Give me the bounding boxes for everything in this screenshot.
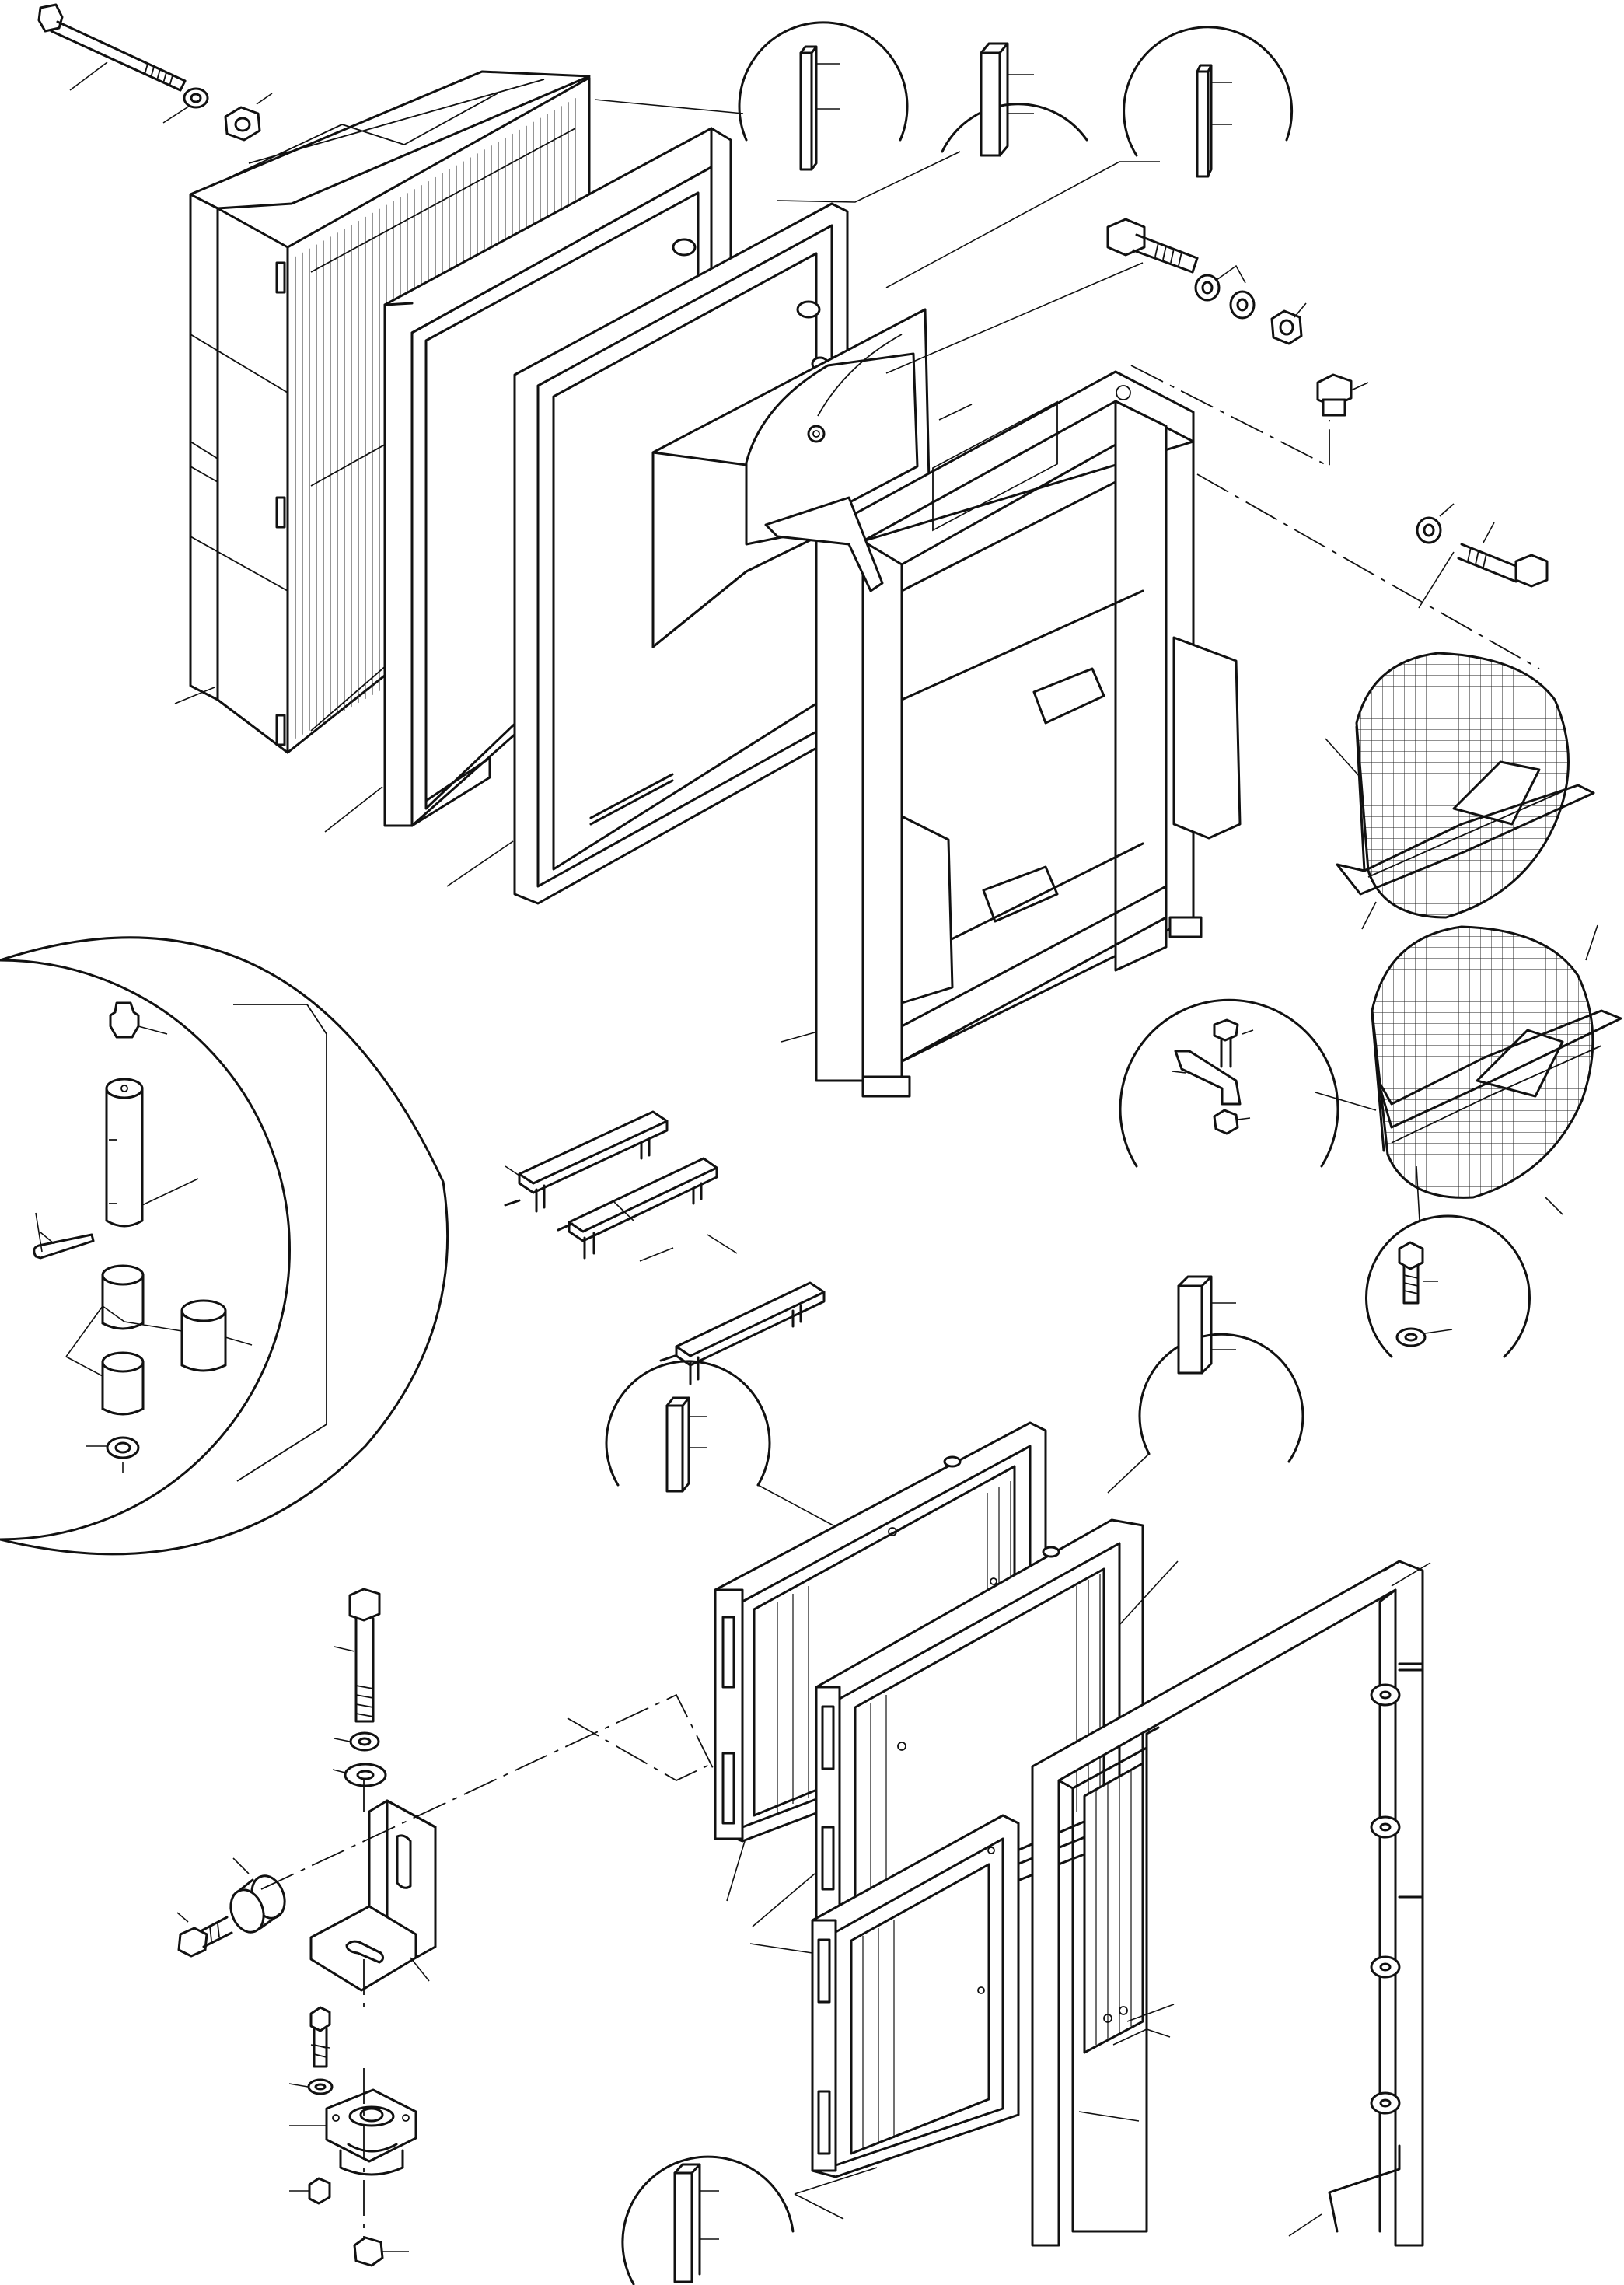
profile-detail-circle-4 [605,1360,834,1526]
hex-bolt-right [1457,543,1549,588]
hex-nut [224,106,261,142]
bushing-3 [180,1299,253,1372]
flat-washer-2 [1229,290,1256,320]
mounting-strap-3 [675,1234,826,1385]
drain-plug [1316,373,1369,417]
profile-detail-circle-6 [621,2155,878,2285]
angle-bracket [309,1799,437,1992]
grease-nipple [109,1001,168,1039]
profile-detail-circle-1 [594,21,909,171]
mounting-strap-1 [505,1110,669,1213]
bracket-detail-view [1119,998,1377,1168]
bushing-2 [101,1351,145,1416]
spring-washer [1194,274,1221,302]
lock-washer [334,1731,380,1752]
profile-detail-circle-2 [777,42,1088,203]
thrust-washer [86,1436,140,1473]
flange-nut-bottom [353,2236,409,2267]
mounting-bolt-right [1416,503,1549,588]
bolt-washer-nut-set [885,218,1307,374]
fan-guard-lower [1371,924,1622,1215]
small-nut [1213,1109,1239,1135]
radiator-support-frame [764,370,1242,1098]
washer [1416,516,1442,544]
charge-air-cooler-lower [749,1814,1020,2178]
long-bolt-assembly [37,3,273,142]
frame-mount-lugs [1370,1683,1401,2115]
pin-assembly-detail-view [0,936,449,1556]
clip-pins [504,1199,676,1362]
long-bolt [37,3,187,92]
washer-small [288,2078,334,2095]
profile-detail-circle-5 [1107,1275,1304,1494]
long-hex-bolt [334,1588,381,1723]
split-pin [33,1212,95,1260]
isolator-mount-assembly [176,1588,437,2267]
hex-bolt [1106,218,1199,274]
cooler-mounting-frame [1031,1560,1424,2247]
short-hex-bolt [176,1912,233,1958]
pivot-pin [105,1078,199,1228]
large-washer [332,1763,387,1787]
small-bolt [1213,1018,1239,1068]
fan-guard-upper [1325,652,1595,930]
bolt-washer-detail-view [1365,1165,1531,1358]
flat-washer [183,87,209,109]
hex-nut-bottom [289,2177,331,2205]
profile-detail-circle-3 [885,26,1294,288]
hex-nut-2 [1270,309,1303,345]
mounting-strap-2 [568,1157,718,1260]
spacer-sleeve [229,1857,286,1934]
bolt-small [309,2006,331,2068]
rubber-isolator [289,2088,417,2176]
bushing-1 [101,1264,145,1330]
